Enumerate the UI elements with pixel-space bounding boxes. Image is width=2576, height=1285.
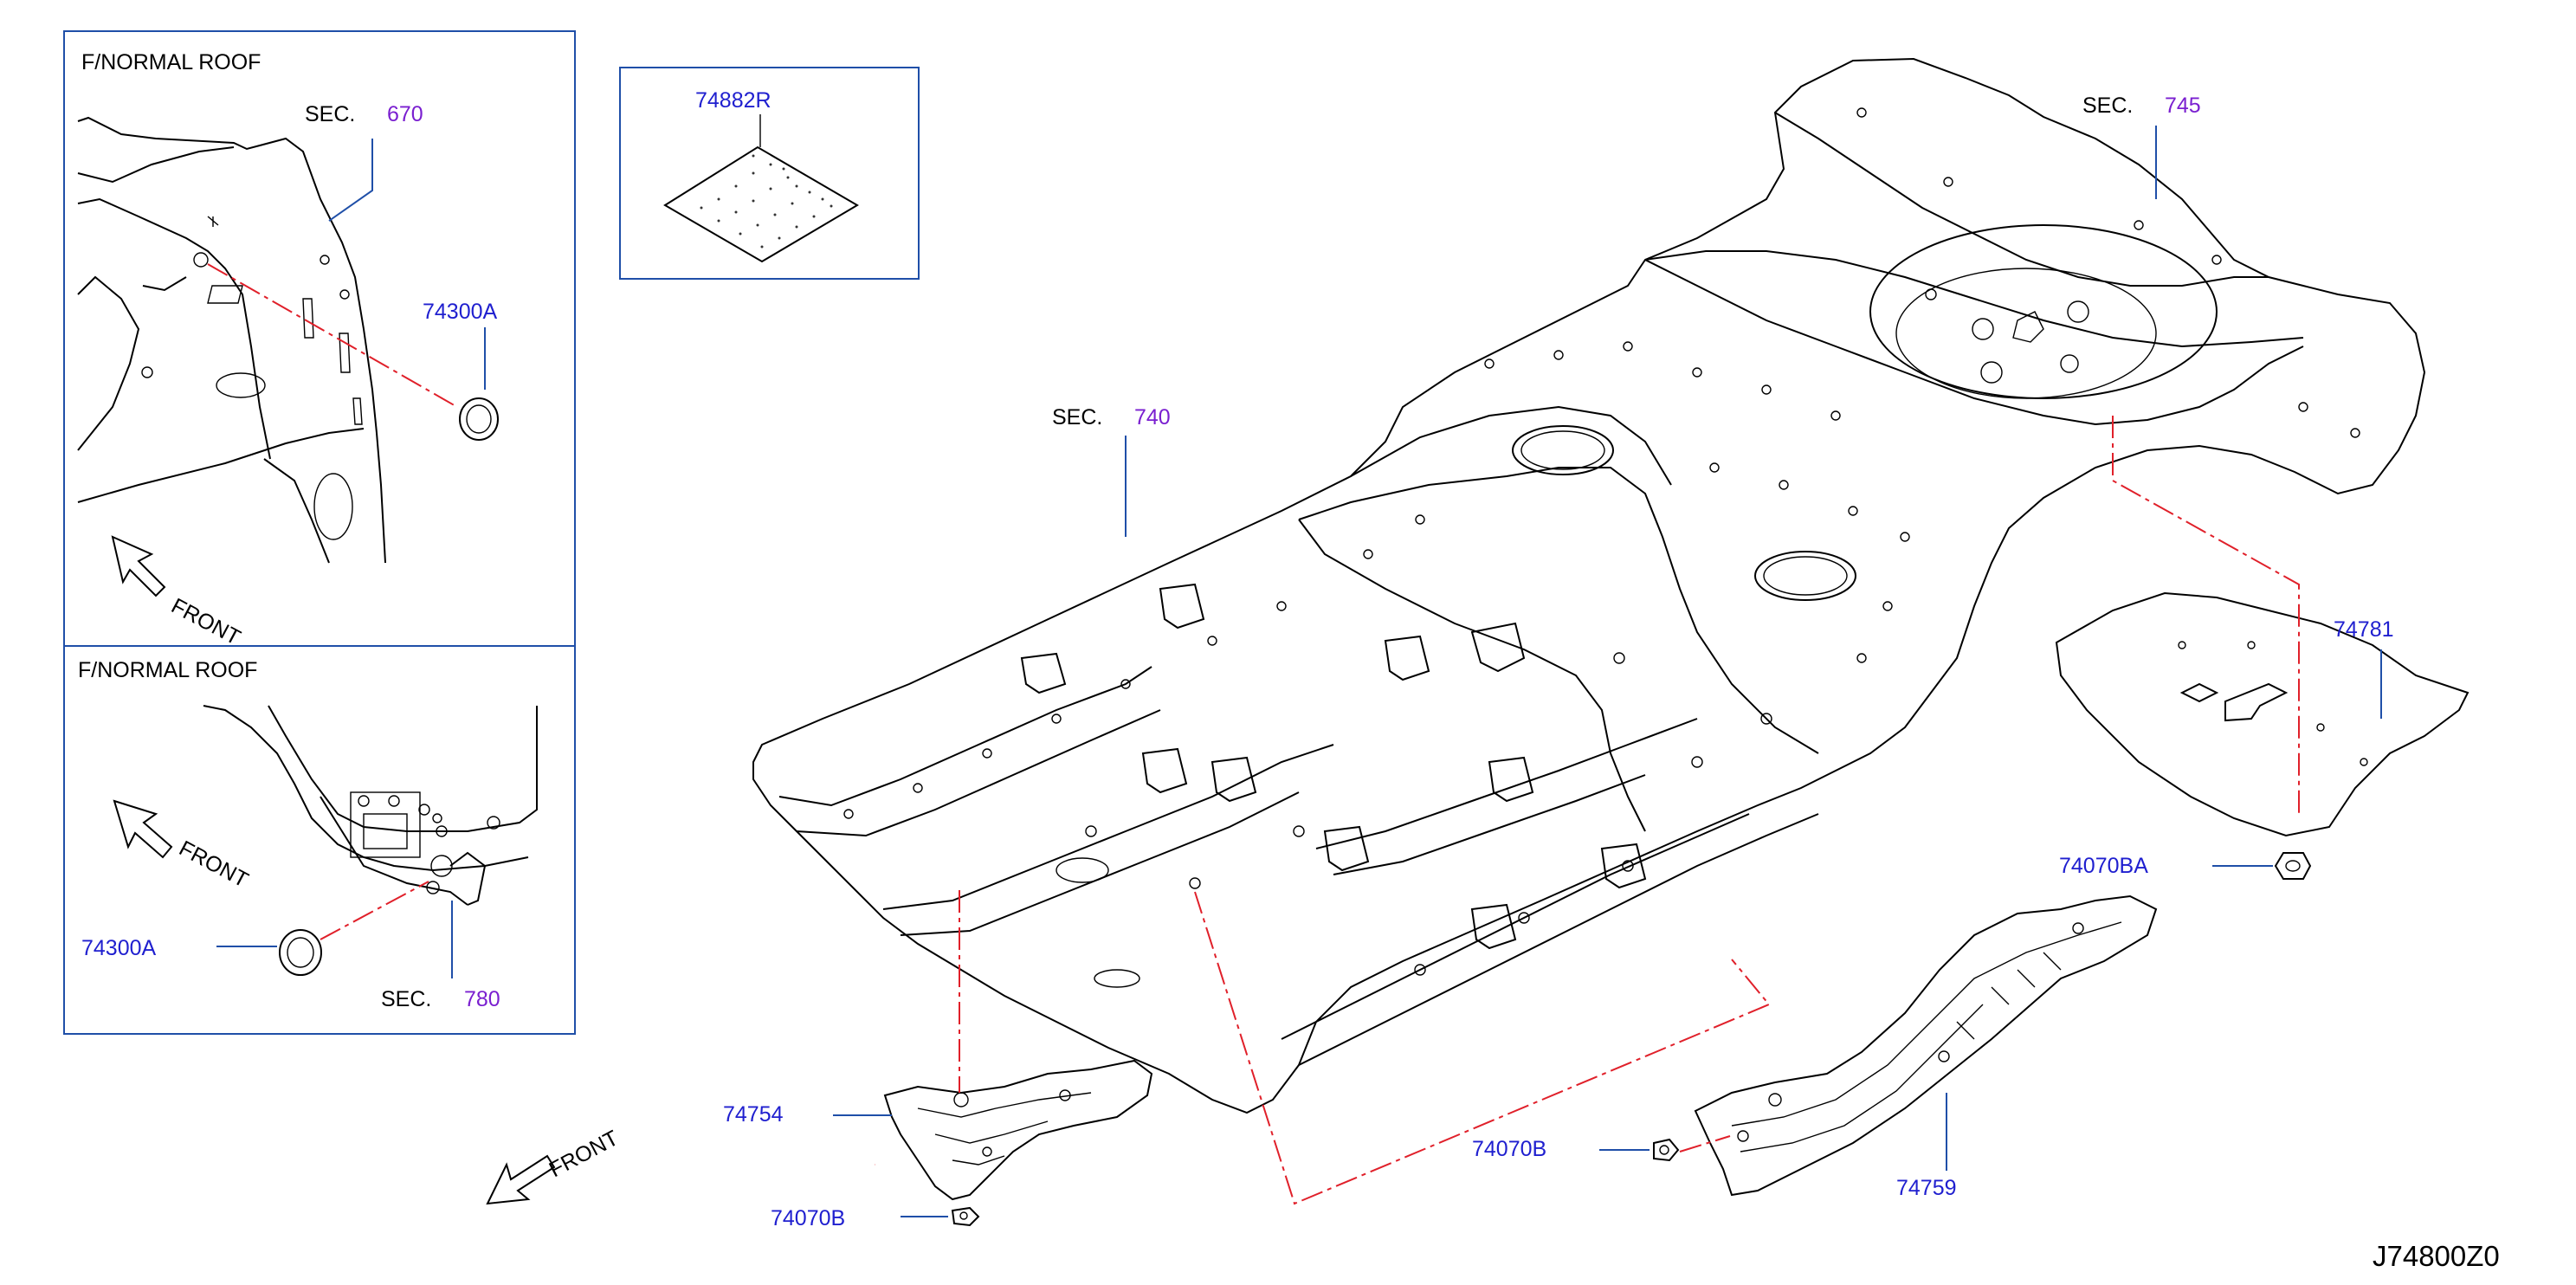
install-line-74759 xyxy=(1194,891,1771,1205)
inset-top-title: F/NORMAL ROOF xyxy=(81,50,261,74)
inset-bottom-title: F/NORMAL ROOF xyxy=(78,658,257,682)
diagram-code: J74800Z0 xyxy=(2373,1240,2500,1272)
floor-panel-assembly xyxy=(752,57,2426,1114)
install-line-74070BA xyxy=(2112,416,2300,814)
part-74781[interactable]: 74781 xyxy=(2334,617,2394,642)
inset-top-front-arrow-icon xyxy=(111,535,166,597)
pad-74882R[interactable] xyxy=(663,145,859,263)
inset-top: F/NORMAL ROOF SEC. 670 74300A xyxy=(63,30,576,650)
install-line-74070B-center xyxy=(1679,1135,1731,1153)
inset-top-sec-label: SEC. xyxy=(305,102,355,126)
inset-bottom-sec-number[interactable]: 780 xyxy=(464,987,500,1011)
inset-bottom-front-arrow-icon xyxy=(113,799,173,859)
clip-74070B-front[interactable] xyxy=(951,1206,980,1227)
inset-top-part-74300A[interactable]: 74300A xyxy=(423,300,498,324)
pad-part-74882R[interactable]: 74882R xyxy=(695,88,772,113)
sec-740-label: SEC. xyxy=(1052,405,1102,429)
part-74070B-front[interactable]: 74070B xyxy=(771,1206,845,1230)
inset-top-front-label: FRONT xyxy=(167,594,244,650)
inset-bottom-part-74300A[interactable]: 74300A xyxy=(81,936,157,960)
floor-holes xyxy=(843,107,2360,976)
clip-74070B-center[interactable] xyxy=(1653,1138,1680,1162)
main-front-label: FRONT xyxy=(546,1126,623,1182)
insulator-74754[interactable] xyxy=(883,1059,1153,1201)
insulator-74759[interactable] xyxy=(1694,894,2158,1197)
inset-pad: 74882R xyxy=(619,67,920,280)
part-74754[interactable]: 74754 xyxy=(723,1102,784,1127)
inset-bottom-sec-label: SEC. xyxy=(381,987,431,1011)
grommet-74300A-top[interactable] xyxy=(459,397,499,441)
part-74759[interactable]: 74759 xyxy=(1896,1176,1957,1200)
inset-bottom-front-label: FRONT xyxy=(175,836,252,893)
inset-bottom: F/NORMAL ROOF FRONT 74300A xyxy=(63,645,576,1035)
inset-top-sec-leader xyxy=(328,139,373,222)
inset-top-sec-number[interactable]: 670 xyxy=(387,102,423,126)
inset-bottom-frame xyxy=(63,645,576,1035)
main-front-arrow-icon xyxy=(486,1154,556,1205)
pillar-drawing-top xyxy=(77,116,386,564)
inset-top-install-line xyxy=(207,263,458,408)
grommet-74300A-bottom[interactable] xyxy=(279,929,322,976)
sec-745-number[interactable]: 745 xyxy=(2165,94,2201,118)
undercover-74781[interactable] xyxy=(2055,591,2469,837)
sec-740-number[interactable]: 740 xyxy=(1134,405,1171,429)
inset-pad-frame xyxy=(619,67,920,280)
sec-745-label: SEC. xyxy=(2082,94,2133,118)
part-74070B-center[interactable]: 74070B xyxy=(1472,1137,1546,1161)
inset-bottom-install-line xyxy=(320,881,429,940)
pillar-drawing-bottom xyxy=(203,705,538,906)
clip-74070BA[interactable] xyxy=(2274,852,2312,880)
part-74070BA[interactable]: 74070BA xyxy=(2059,854,2148,878)
